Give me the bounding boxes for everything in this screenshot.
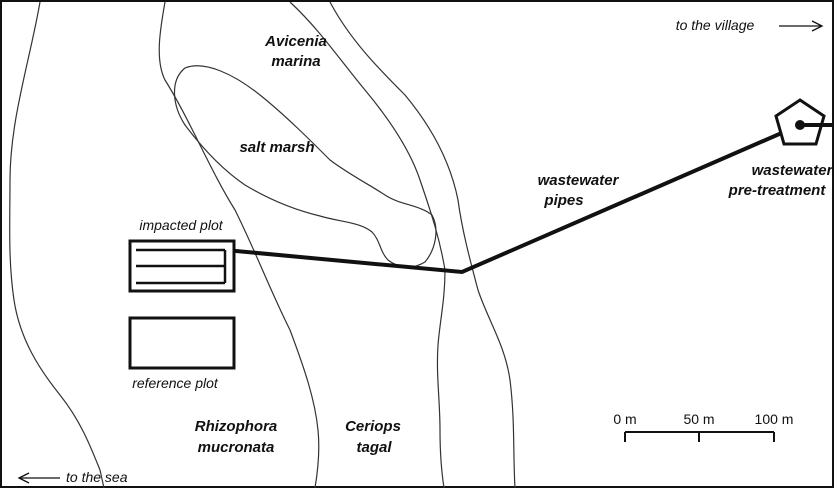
pentagon-icon <box>774 98 834 146</box>
impacted-plot-box <box>128 239 236 293</box>
pretreat-label-2: pre-treatment <box>728 182 827 199</box>
scale-bar: 0 m 50 m 100 m <box>613 411 793 442</box>
avicenia-label-1: Avicenia <box>264 33 327 50</box>
reference-plot-label: reference plot <box>132 375 219 391</box>
scale-tick-50: 50 m <box>683 411 714 427</box>
ceriops-avicenia-boundary <box>289 1 446 488</box>
pretreat-label-1: wastewater <box>752 162 834 179</box>
avicenia-outer-boundary <box>329 1 516 488</box>
to-village-label: to the village <box>676 17 755 33</box>
rhizophora-label-2: mucronata <box>198 439 275 456</box>
pipes-label-1: wastewater <box>538 172 620 189</box>
rhizophora-ceriops-boundary <box>158 1 320 488</box>
pipes-label-2: pipes <box>543 192 583 209</box>
to-sea-label: to the sea <box>66 469 128 485</box>
coastline-contour <box>9 1 105 488</box>
ceriops-label-1: Ceriops <box>345 418 401 435</box>
scale-tick-100: 100 m <box>755 411 794 427</box>
scale-tick-0: 0 m <box>613 411 636 427</box>
arrow-left-icon <box>17 472 60 484</box>
rhizophora-label-1: Rhizophora <box>195 418 278 435</box>
ceriops-label-2: tagal <box>356 439 392 456</box>
salt-marsh-label: salt marsh <box>239 139 314 156</box>
reference-plot-box <box>128 316 236 370</box>
arrow-right-icon <box>779 20 824 32</box>
impacted-plot-label: impacted plot <box>139 217 223 233</box>
avicenia-label-2: marina <box>271 53 320 70</box>
